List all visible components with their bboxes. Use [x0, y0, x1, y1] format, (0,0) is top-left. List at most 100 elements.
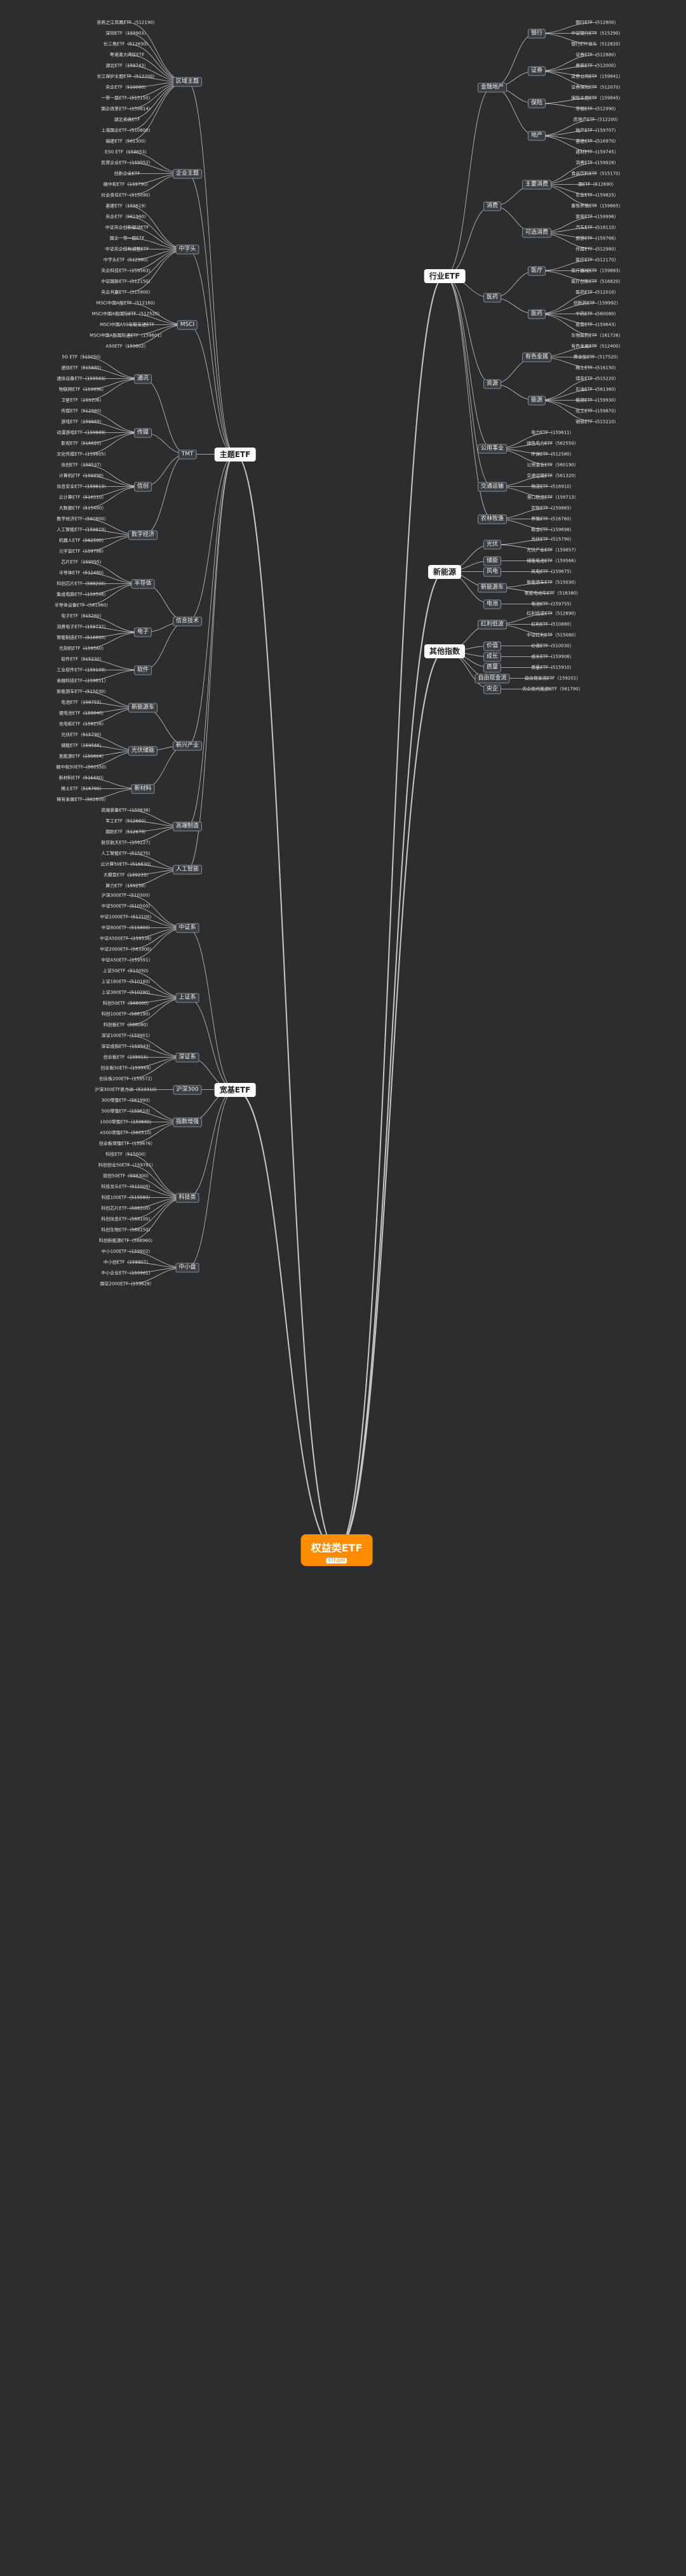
- leaf-node[interactable]: 光伏ETF（515790）: [531, 536, 574, 541]
- leaf-node[interactable]: 农业ETF（159825）: [575, 192, 619, 197]
- leaf-node[interactable]: 基建ETF（516970）: [575, 138, 619, 143]
- leaf-node[interactable]: 300增强ETF（561990）: [101, 1098, 153, 1103]
- leaf-node[interactable]: 科技ETF（515000）: [105, 1152, 149, 1157]
- category-node[interactable]: 质量: [483, 663, 502, 672]
- leaf-node[interactable]: 机器人ETF（562500）: [58, 538, 107, 543]
- leaf-node[interactable]: 稀土ETF（516150）: [575, 365, 619, 370]
- leaf-node[interactable]: 文化传媒ETF（159805）: [57, 451, 109, 456]
- leaf-node[interactable]: 保险主题ETF（159845）: [571, 95, 623, 100]
- leaf-node[interactable]: 中证央企创新驱动ETF: [105, 225, 149, 230]
- leaf-node[interactable]: 有色金属ETF（512400）: [571, 343, 623, 349]
- leaf-node[interactable]: 上海国企ETF（510800）: [101, 128, 153, 133]
- leaf-node[interactable]: 软件ETF（515230）: [61, 656, 104, 661]
- leaf-node[interactable]: 家电ETF（159996）: [575, 214, 619, 219]
- leaf-node[interactable]: 钢铁ETF（515210）: [575, 419, 619, 424]
- category-node[interactable]: 指数增强: [172, 1117, 203, 1127]
- leaf-node[interactable]: 中证500ETF（510500）: [101, 903, 153, 908]
- leaf-node[interactable]: 新能源车ETF（515030）: [527, 580, 579, 585]
- leaf-node[interactable]: 游戏ETF（159869）: [61, 419, 104, 424]
- category-node[interactable]: 中字头: [175, 244, 199, 254]
- leaf-node[interactable]: 人工智能ETF（515070）: [101, 851, 153, 856]
- branch-node[interactable]: 新能源: [427, 564, 462, 579]
- category-node[interactable]: 沪深300: [173, 1085, 202, 1094]
- leaf-node[interactable]: A500增强ETF（560510）: [100, 1130, 154, 1135]
- leaf-node[interactable]: 通信设备ETF（159583）: [57, 376, 109, 381]
- leaf-node[interactable]: 智能制造ETF（516800）: [57, 635, 109, 640]
- leaf-node[interactable]: 云计算50ETF（516630）: [100, 861, 154, 866]
- leaf-node[interactable]: 养殖ETF（516760）: [531, 516, 574, 521]
- leaf-node[interactable]: 中证央企结构调整ETF: [105, 246, 149, 251]
- leaf-node[interactable]: 上证180ETF（510180）: [101, 979, 153, 984]
- leaf-node[interactable]: 碳中和50ETF（560550）: [56, 764, 109, 769]
- leaf-node[interactable]: 食品饮料ETF（515170）: [571, 171, 623, 176]
- leaf-node[interactable]: 卫星ETF（159206）: [61, 397, 104, 402]
- leaf-node[interactable]: 传媒ETF（512980）: [575, 246, 619, 251]
- leaf-node[interactable]: 科技龙头ETF（515000）: [101, 1184, 153, 1189]
- leaf-node[interactable]: 中证银行ETF（515290）: [571, 30, 623, 36]
- leaf-node[interactable]: 计算机ETF（159998）: [58, 473, 107, 478]
- leaf-node[interactable]: 国企改革ETF（159814）: [101, 106, 153, 111]
- category-node[interactable]: 储能: [483, 556, 502, 566]
- category-node[interactable]: 有色金属: [521, 352, 552, 362]
- leaf-node[interactable]: 长三角ETF（512650）: [103, 41, 151, 46]
- leaf-node[interactable]: 酒ETF（512690）: [577, 182, 617, 187]
- category-node[interactable]: 消费: [483, 201, 502, 211]
- leaf-node[interactable]: 沪深300ETF（510300）: [101, 893, 153, 898]
- leaf-node[interactable]: 生物医药ETF（161726）: [571, 333, 623, 338]
- leaf-node[interactable]: 消费ETF（159928）: [575, 160, 619, 165]
- category-node[interactable]: 中小盘: [175, 1263, 199, 1273]
- leaf-node[interactable]: 红利ETF（510880）: [531, 621, 574, 627]
- leaf-node[interactable]: 上证380ETF（510290）: [101, 990, 153, 995]
- leaf-node[interactable]: 证券公司ETF（159841）: [571, 74, 623, 79]
- leaf-node[interactable]: 电子ETF（515260）: [61, 613, 104, 618]
- leaf-node[interactable]: MSCI中国A股ETF（512160）: [96, 300, 158, 305]
- branch-node[interactable]: 宽基ETF: [214, 1082, 256, 1097]
- leaf-node[interactable]: 电池ETF（159755）: [61, 700, 104, 705]
- category-node[interactable]: 区域主题: [172, 77, 203, 87]
- leaf-node[interactable]: 航空航天ETF（159227）: [101, 840, 153, 845]
- leaf-node[interactable]: 证券ETF（512880）: [575, 52, 619, 57]
- leaf-node[interactable]: 半导体设备ETF（561980）: [54, 602, 111, 607]
- leaf-node[interactable]: A50ETF（159602）: [105, 343, 149, 349]
- leaf-node[interactable]: 物流ETF（516910）: [531, 484, 574, 489]
- leaf-node[interactable]: 锂电池ETF（159840）: [58, 710, 107, 715]
- category-node[interactable]: 自由现金流: [474, 674, 510, 683]
- leaf-node[interactable]: 中小100ETF（159902）: [101, 1249, 153, 1254]
- leaf-node[interactable]: 科创50ETF（588000）: [102, 1000, 152, 1006]
- leaf-node[interactable]: 地产ETF（159707）: [575, 128, 619, 133]
- leaf-node[interactable]: 券商ETF（512000）: [575, 63, 619, 68]
- category-node[interactable]: 电池: [483, 599, 502, 609]
- branch-node[interactable]: 主题ETF: [214, 447, 256, 461]
- category-node[interactable]: 半导体: [131, 579, 155, 588]
- category-node[interactable]: 证券: [527, 66, 546, 76]
- category-node[interactable]: 医疗: [527, 266, 546, 276]
- leaf-node[interactable]: 风电ETF（159675）: [531, 569, 574, 574]
- leaf-node[interactable]: 中证国新ETF（512150）: [101, 279, 153, 284]
- leaf-node[interactable]: 影视ETF（516620）: [61, 441, 104, 446]
- category-node[interactable]: 可选消费: [521, 228, 552, 238]
- category-node[interactable]: 保险: [527, 98, 546, 109]
- leaf-node[interactable]: 人工智能ETF（159819）: [57, 527, 109, 532]
- category-node[interactable]: 科技类: [175, 1193, 199, 1202]
- leaf-node[interactable]: 湖北ETF（159743）: [105, 63, 149, 68]
- leaf-node[interactable]: 中证1000ETF（512100）: [100, 914, 154, 919]
- leaf-node[interactable]: 高端装备ETF（159638）: [101, 807, 153, 813]
- leaf-node[interactable]: 疫苗ETF（159643）: [575, 322, 619, 327]
- leaf-node[interactable]: 长江保护主题ETF（512200）: [97, 74, 158, 79]
- leaf-node[interactable]: 医药ETF（512010）: [575, 289, 619, 295]
- leaf-node[interactable]: 储能ETF（159566）: [61, 743, 104, 748]
- leaf-node[interactable]: 银行ETF（512800）: [575, 20, 619, 25]
- category-node[interactable]: 深证系: [175, 1052, 199, 1062]
- leaf-node[interactable]: 科创信息ETF（588100）: [101, 1216, 153, 1221]
- category-node[interactable]: 信创: [133, 482, 152, 491]
- leaf-node[interactable]: MSCI中国A股国际通ETF（159601）: [90, 333, 165, 338]
- leaf-node[interactable]: 粮食ETF（159698）: [531, 527, 574, 532]
- leaf-node[interactable]: 沪深300ETF易方达（510310）: [95, 1087, 159, 1092]
- leaf-node[interactable]: 央企共赢ETF（515900）: [101, 289, 153, 295]
- leaf-node[interactable]: 创业板50ETF（159949）: [100, 1065, 154, 1070]
- leaf-node[interactable]: 民营企业ETF（159952）: [101, 160, 153, 165]
- category-node[interactable]: 风电: [483, 567, 502, 576]
- leaf-node[interactable]: 建材ETF（159745）: [575, 149, 619, 154]
- leaf-node[interactable]: 中证A500ETF（159338）: [100, 936, 154, 941]
- leaf-node[interactable]: MSCI中国A50互联互通ETF: [100, 322, 154, 327]
